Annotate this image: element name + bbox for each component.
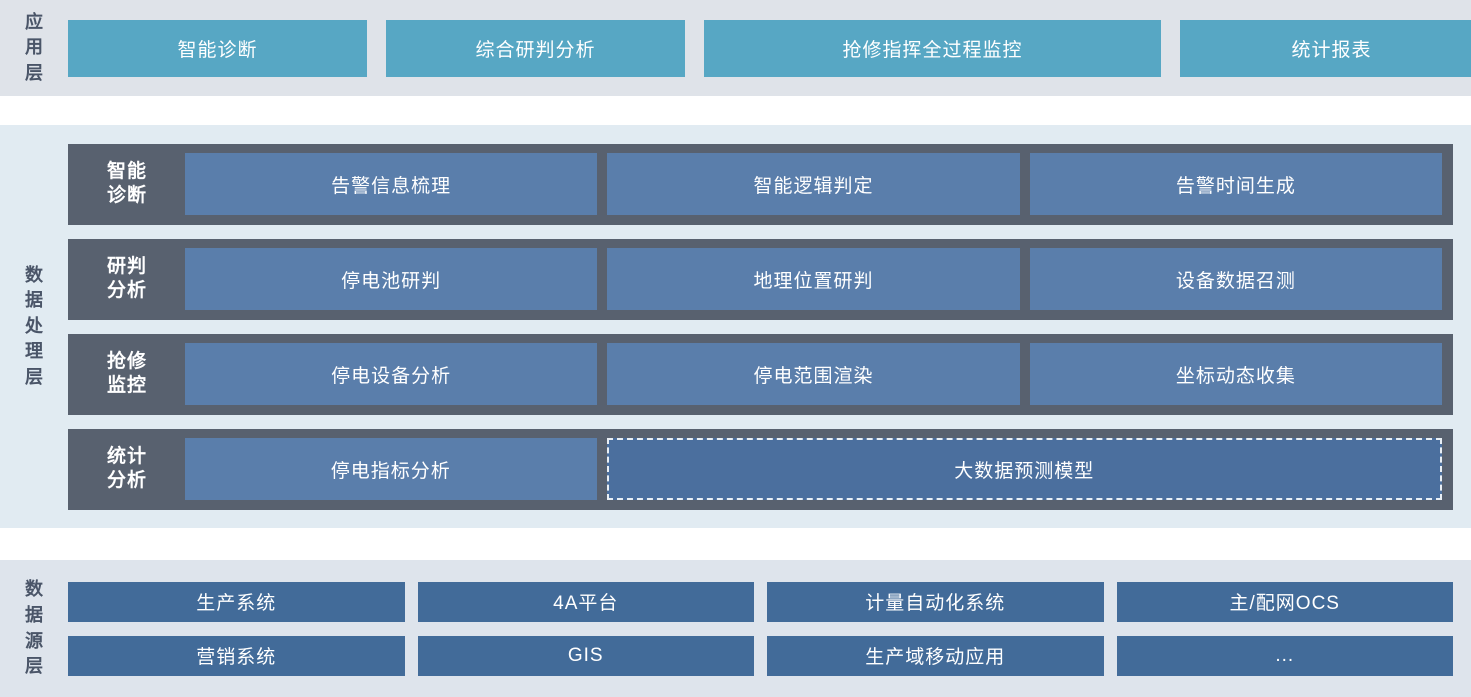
proc-row-label-line: 诊断 [106,185,147,206]
data-processing-layer-panel: 数 据 处 理 层 智能 诊断 告警信息梳理 智能逻辑判定 告警时间生成 [0,125,1471,528]
data-source-row-1: 生产系统 4A平台 计量自动化系统 主/配网OCS [68,581,1453,622]
proc-box-alarm-time-generation[interactable]: 告警时间生成 [1029,153,1442,215]
src-box-more[interactable]: ... [1116,635,1453,676]
src-box-production-mobile-app[interactable]: 生产域移动应用 [767,635,1104,676]
proc-box-intelligent-logic-decision[interactable]: 智能逻辑判定 [607,153,1020,215]
proc-row-cells: 停电池研判 地理位置研判 设备数据召测 [185,248,1442,310]
layer-label-char: 数 [25,264,43,285]
proc-row-label-line: 研判 [106,255,147,277]
proc-row-label: 抢修 监控 [79,350,175,399]
application-layer-boxes: 智能诊断 综合研判分析 抢修指挥全过程监控 统计报表 [68,0,1471,96]
proc-box-outage-device-analysis[interactable]: 停电设备分析 [185,343,598,405]
src-box-metering-automation-system[interactable]: 计量自动化系统 [767,581,1104,622]
layer-label-char: 应 [25,11,43,32]
proc-row-label-line: 统计 [106,445,147,467]
src-box-4a-platform[interactable]: 4A平台 [417,581,754,622]
data-processing-layer-label: 数 据 处 理 层 [0,125,68,528]
data-processing-rows: 智能 诊断 告警信息梳理 智能逻辑判定 告警时间生成 研判 分析 停电池研判 地… [68,125,1471,528]
src-box-marketing-system[interactable]: 营销系统 [68,635,405,676]
app-box-comprehensive-analysis[interactable]: 综合研判分析 [386,19,685,77]
layer-label-char: 层 [25,656,43,677]
proc-box-device-data-retrieval[interactable]: 设备数据召测 [1029,248,1442,310]
proc-row-label-line: 抢修 [106,350,147,372]
app-box-repair-monitoring[interactable]: 抢修指挥全过程监控 [704,19,1161,77]
proc-row-cells: 告警信息梳理 智能逻辑判定 告警时间生成 [185,153,1442,215]
proc-row-cells: 停电指标分析 大数据预测模型 [185,438,1442,500]
data-source-row-2: 营销系统 GIS 生产域移动应用 ... [68,635,1453,676]
proc-row-repair-monitoring: 抢修 监控 停电设备分析 停电范围渲染 坐标动态收集 [68,333,1453,415]
layer-label-char: 源 [25,630,43,651]
layer-label-char: 据 [25,290,43,311]
proc-box-outage-pool-judgment[interactable]: 停电池研判 [185,248,598,310]
src-box-production-system[interactable]: 生产系统 [68,581,405,622]
proc-row-label-line: 监控 [106,375,147,396]
app-box-intelligent-diagnosis[interactable]: 智能诊断 [68,19,367,77]
data-source-rows: 生产系统 4A平台 计量自动化系统 主/配网OCS 营销系统 GIS 生产域移动… [68,560,1471,697]
application-layer-panel: 应 用 层 智能诊断 综合研判分析 抢修指挥全过程监控 统计报表 [0,0,1471,96]
layer-label-char: 用 [25,37,43,58]
proc-row-label: 智能 诊断 [79,160,175,209]
app-box-statistical-report[interactable]: 统计报表 [1180,19,1471,77]
proc-box-outage-range-rendering[interactable]: 停电范围渲染 [607,343,1020,405]
src-box-gis[interactable]: GIS [417,635,754,676]
panel-gap-bottom [0,528,1471,560]
data-source-layer-label: 数 据 源 层 [0,560,68,697]
proc-box-coordinate-dynamic-collection[interactable]: 坐标动态收集 [1029,343,1442,405]
proc-row-label-line: 分析 [106,470,147,491]
application-layer-label: 应 用 层 [0,0,68,96]
proc-row-label: 统计 分析 [79,445,175,494]
proc-row-label: 研判 分析 [79,255,175,304]
layer-label-char: 层 [25,366,43,387]
layer-label-char: 数 [25,579,43,600]
layer-label-char: 处 [25,315,43,336]
proc-row-statistical-analysis: 统计 分析 停电指标分析 大数据预测模型 [68,428,1453,510]
proc-box-alarm-info-sorting[interactable]: 告警信息梳理 [185,153,598,215]
proc-row-label-line: 智能 [106,160,147,182]
layer-label-char: 理 [25,341,43,362]
layer-label-char: 据 [25,604,43,625]
proc-row-label-line: 分析 [106,280,147,301]
proc-row-cells: 停电设备分析 停电范围渲染 坐标动态收集 [185,343,1442,405]
proc-row-judgment-analysis: 研判 分析 停电池研判 地理位置研判 设备数据召测 [68,238,1453,320]
proc-box-geographic-location-judgment[interactable]: 地理位置研判 [607,248,1020,310]
proc-box-outage-index-analysis[interactable]: 停电指标分析 [185,438,597,500]
src-box-main-distribution-ocs[interactable]: 主/配网OCS [1116,581,1453,622]
layer-label-char: 层 [25,62,43,83]
proc-row-intelligent-diagnosis: 智能 诊断 告警信息梳理 智能逻辑判定 告警时间生成 [68,143,1453,225]
proc-box-big-data-prediction-model[interactable]: 大数据预测模型 [606,438,1442,500]
data-source-layer-panel: 数 据 源 层 生产系统 4A平台 计量自动化系统 主/配网OCS 营销系统 G… [0,560,1471,697]
panel-gap-top [0,96,1471,125]
